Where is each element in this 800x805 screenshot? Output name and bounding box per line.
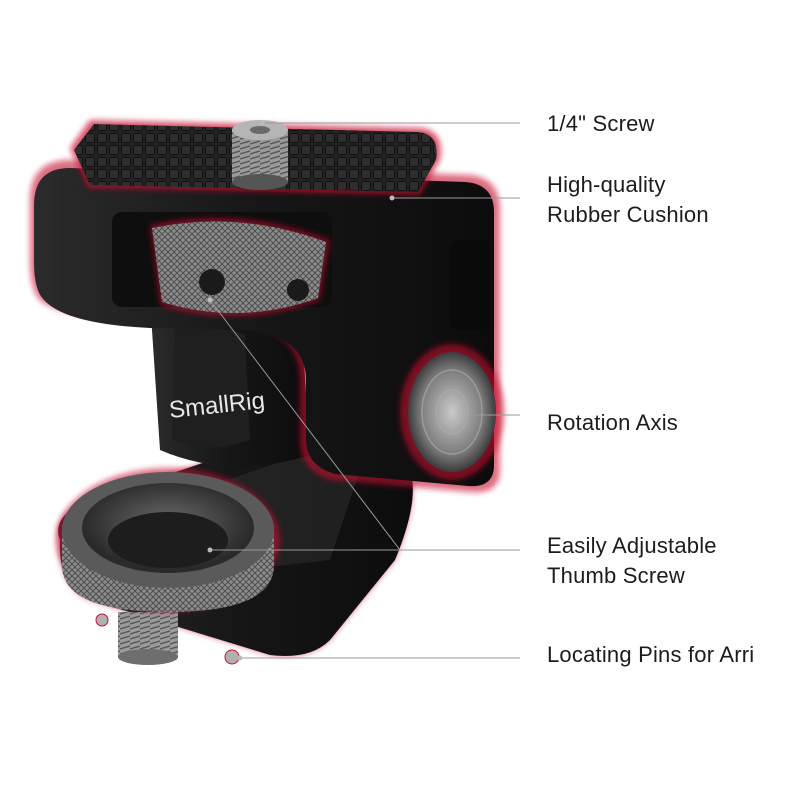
top-screw [232,120,288,190]
leader-lines [209,122,520,659]
thumb-screw-ring [56,468,280,612]
leader-dots [207,120,395,661]
callout-locating-pins: Locating Pins for Arri [547,642,755,667]
callout-rubber-cushion: High-quality Rubber Cushion [547,172,709,227]
callout-thumb-screw: Easily Adjustable Thumb Screw [547,533,717,588]
knurled-knob [150,217,330,317]
swivel-neck [150,300,310,467]
rotation-axis-disc [400,344,504,480]
bottom-screw [118,612,178,665]
callout-rotation-axis: Rotation Axis [547,410,679,435]
callout-screw: 1/4" Screw [547,111,655,136]
